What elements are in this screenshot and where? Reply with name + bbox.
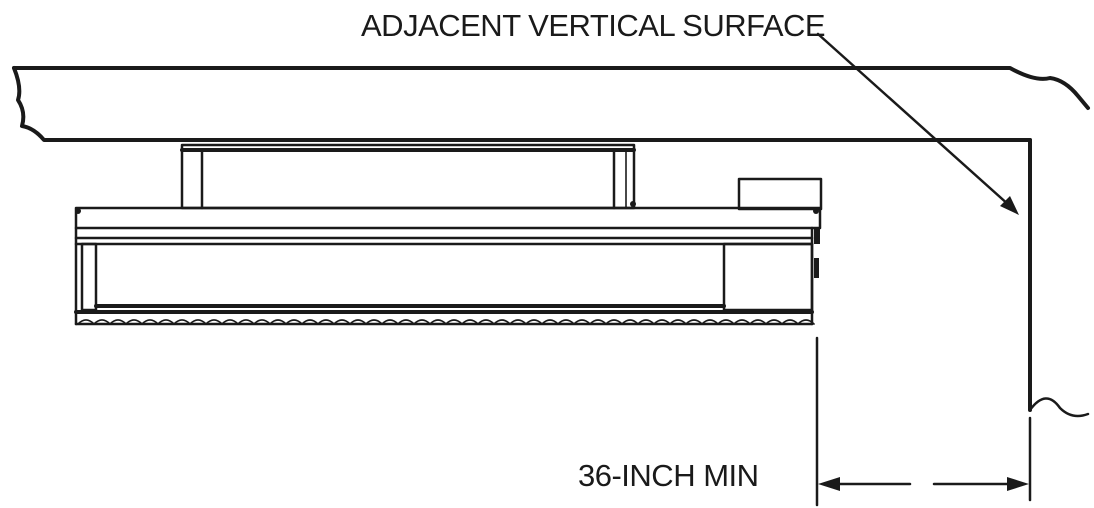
dimension-line xyxy=(818,477,1029,491)
label-clearance: 36-INCH MIN xyxy=(578,458,759,493)
arrowhead-left-icon xyxy=(818,477,840,491)
mounting-bracket xyxy=(180,143,636,210)
leader-arrow xyxy=(816,32,1019,215)
arrowhead-right-icon xyxy=(1007,477,1029,491)
junction-box xyxy=(737,177,823,211)
adjacent-vertical-surface xyxy=(1028,138,1090,502)
arrowhead-icon xyxy=(1000,196,1019,215)
heater-unit xyxy=(74,201,822,326)
label-adjacent-vertical-surface: ADJACENT VERTICAL SURFACE xyxy=(361,8,825,43)
ceiling-surface xyxy=(12,66,1090,142)
